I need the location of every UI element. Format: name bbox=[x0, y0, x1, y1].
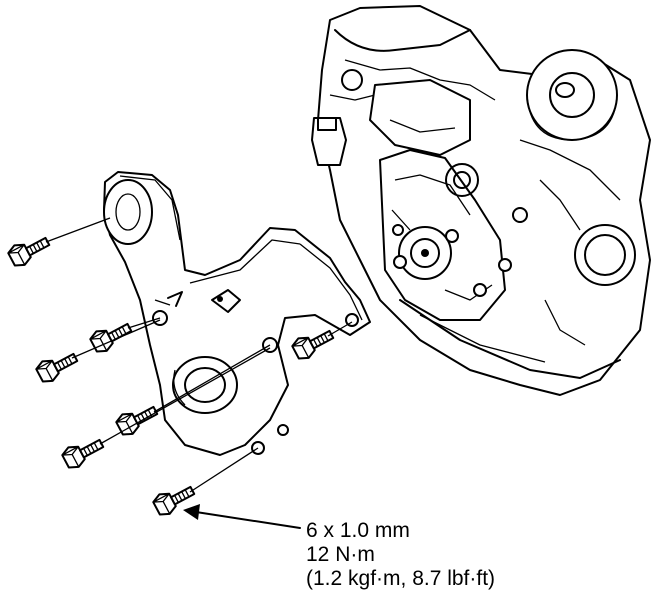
flange-bolt-icon bbox=[59, 431, 108, 473]
cylinder-head-edge bbox=[334, 29, 471, 52]
leader-arrow-icon bbox=[183, 504, 301, 529]
torque-alt-units-label: (1.2 kgf·m, 8.7 lbf·ft) bbox=[306, 567, 496, 590]
cover-arrow-mark bbox=[167, 291, 183, 307]
flange-bolt-icon bbox=[33, 345, 82, 387]
engine-block bbox=[311, 5, 651, 396]
cover-dome bbox=[103, 179, 153, 245]
flange-bolt-icon bbox=[5, 229, 54, 271]
alignment-lines bbox=[45, 217, 353, 493]
torque-value-label: 12 N·m bbox=[306, 543, 375, 566]
cover-plate bbox=[103, 171, 371, 456]
flange-bolt-icon bbox=[289, 322, 338, 364]
flange-bolt-icon bbox=[87, 315, 136, 357]
bolt-size-label: 6 x 1.0 mm bbox=[306, 519, 410, 542]
